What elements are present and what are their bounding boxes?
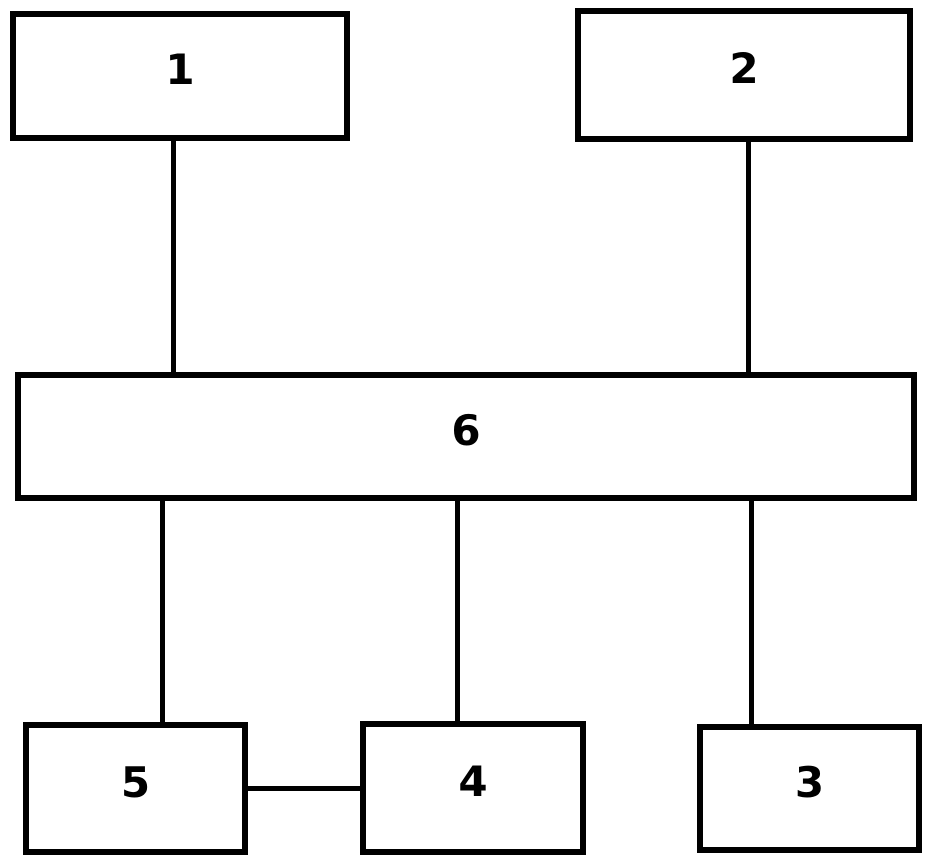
edge-node2-to-node6 <box>746 140 751 375</box>
edge-node6-to-node5 <box>160 498 165 725</box>
node-box-6: 6 <box>15 372 917 501</box>
edge-node6-to-node4 <box>455 498 460 724</box>
edge-node1-to-node6 <box>171 139 176 375</box>
edge-node6-to-node3 <box>749 498 754 727</box>
node-label-3: 3 <box>794 757 825 807</box>
node-label-4: 4 <box>458 757 488 806</box>
node-label-2: 2 <box>729 44 759 93</box>
node-box-5: 5 <box>23 722 248 855</box>
node-box-4: 4 <box>360 721 586 855</box>
node-box-3: 3 <box>697 724 922 853</box>
node-box-2: 2 <box>575 8 913 142</box>
edge-node5-to-node4 <box>246 786 362 791</box>
node-label-6: 6 <box>451 405 481 455</box>
node-label-5: 5 <box>120 757 151 807</box>
node-label-1: 1 <box>165 45 195 94</box>
node-box-1: 1 <box>10 11 350 141</box>
